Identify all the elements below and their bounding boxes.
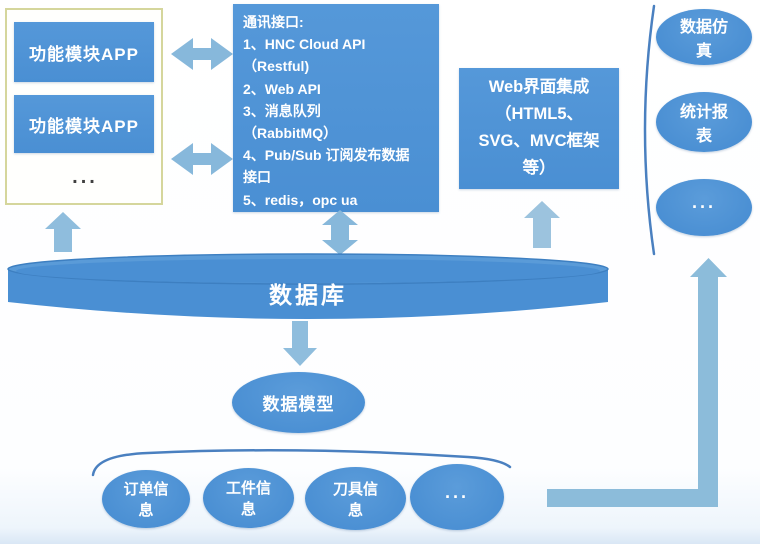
ellipse-label: 订单信息 bbox=[123, 481, 169, 519]
order-info-ellipse: 订单信息 bbox=[102, 470, 190, 528]
data-simulation-ellipse: 数据仿真 bbox=[656, 9, 752, 65]
ellipse-label: ··· bbox=[692, 197, 716, 217]
app-module-box-1: 功能模块APP bbox=[14, 22, 154, 82]
more-apps-ellipsis: ... bbox=[72, 166, 98, 188]
l-shaped-arrow-icon bbox=[547, 258, 727, 507]
ellipse-label: 统计报表 bbox=[679, 104, 728, 145]
database-cylinder bbox=[7, 253, 609, 319]
ellipse-label: ··· bbox=[445, 486, 469, 507]
app-module-box-2: 功能模块APP bbox=[14, 95, 154, 153]
app-module-label: 功能模块APP bbox=[29, 44, 139, 64]
workpiece-info-ellipse: 工件信息 bbox=[203, 468, 294, 528]
more-right-ellipse: ··· bbox=[656, 179, 752, 236]
ellipse-label: 数据仿真 bbox=[679, 19, 728, 60]
statistics-report-ellipse: 统计报表 bbox=[656, 92, 752, 152]
up-arrow-icon bbox=[45, 212, 81, 252]
ellipse-label: 刀具信息 bbox=[332, 480, 378, 519]
ellipse-label: 数据模型 bbox=[262, 395, 335, 414]
web-ui-integration-box: Web界面集成 （HTML5、 SVG、MVC框架 等） bbox=[459, 68, 619, 189]
tool-info-ellipse: 刀具信息 bbox=[305, 467, 406, 530]
right-bracket-icon bbox=[643, 4, 656, 256]
ellipse-label: 工件信息 bbox=[225, 480, 271, 518]
more-bottom-ellipse: ··· bbox=[410, 464, 504, 530]
up-arrow-icon bbox=[524, 201, 560, 248]
bottom-bracket-icon bbox=[91, 449, 512, 477]
double-arrow-icon bbox=[171, 38, 233, 70]
double-vertical-arrow-icon bbox=[322, 210, 358, 255]
double-arrow-icon bbox=[171, 143, 233, 175]
down-arrow-icon bbox=[283, 321, 317, 366]
communication-interfaces-box: 通讯接口: 1、HNC Cloud API （Restful) 2、Web AP… bbox=[233, 4, 439, 212]
app-module-label: 功能模块APP bbox=[29, 116, 139, 136]
data-model-ellipse: 数据模型 bbox=[232, 372, 365, 433]
database-label: 数据库 bbox=[269, 282, 347, 308]
